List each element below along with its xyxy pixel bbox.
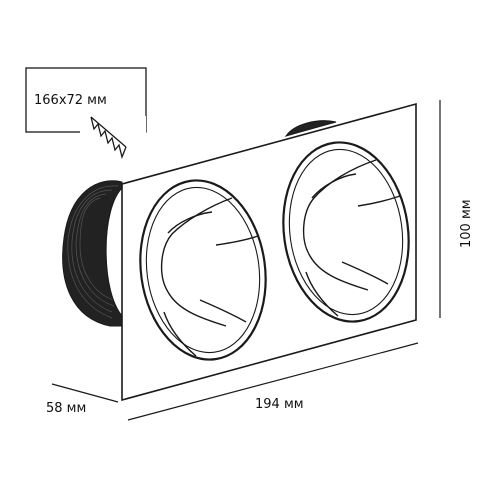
cutout-callout: 166x72 мм (25, 67, 147, 160)
left-lamp-outer-ring (139, 179, 267, 361)
saw-cut-symbol (80, 116, 146, 160)
right-lamp (282, 141, 410, 323)
right-lamp-outer-ring (282, 141, 410, 323)
width-dimension: 194 мм (127, 342, 419, 421)
height-dimension: 100 мм (439, 100, 474, 318)
left-lamp-reflector (160, 197, 233, 327)
height-label: 100 мм (459, 199, 474, 248)
right-heatsink (284, 120, 337, 137)
cutout-label: 166x72 мм (34, 93, 107, 108)
left-lamp-inner-ring (145, 186, 261, 354)
width-label: 194 мм (255, 397, 304, 412)
left-heatsink (62, 180, 123, 327)
right-lamp-reflector (302, 159, 377, 291)
right-lamp-inner-ring (288, 148, 404, 316)
depth-label: 58 мм (46, 401, 86, 416)
left-lamp (139, 179, 267, 361)
depth-dimension: 58 мм (46, 383, 119, 416)
